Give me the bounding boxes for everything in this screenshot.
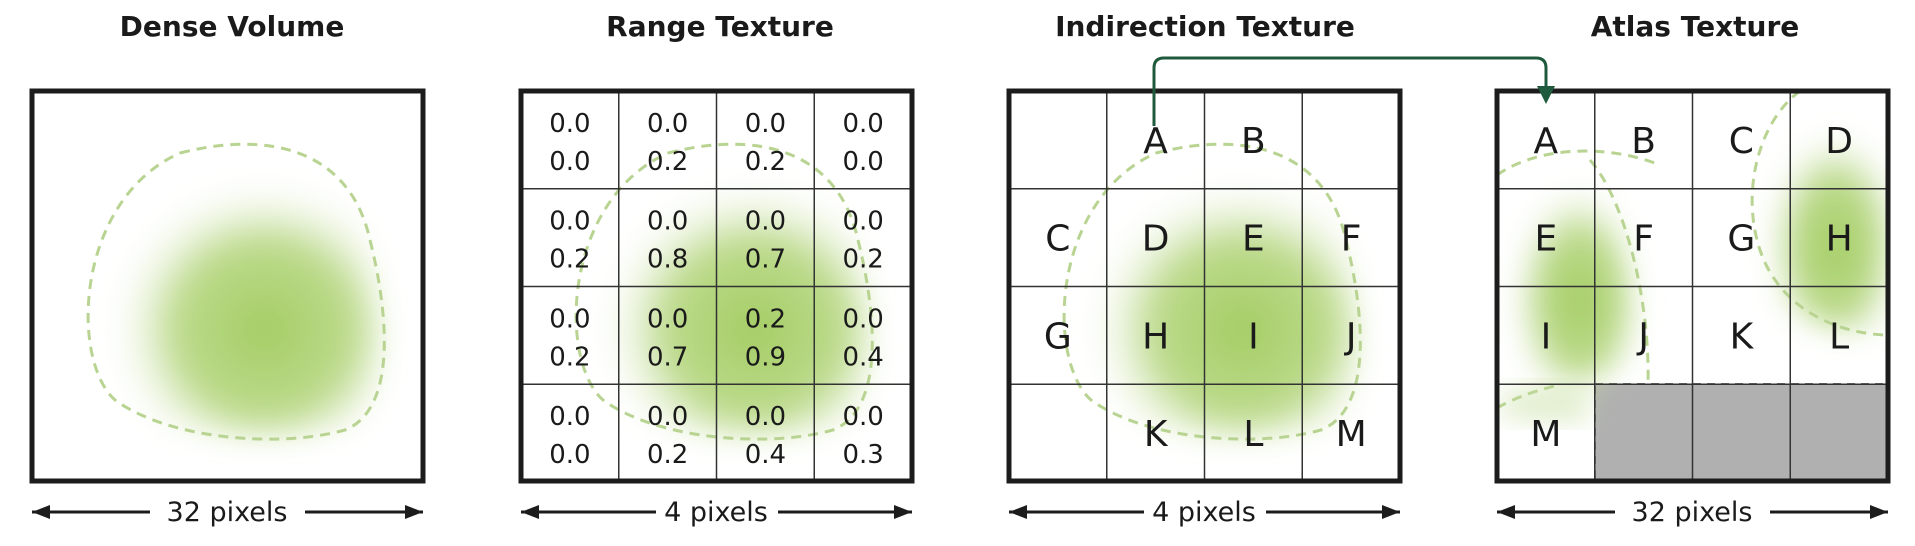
atlas-texture-panel: A B C D E F G H I J K L M [1494, 88, 1891, 484]
atlas-cell-label: H [1826, 219, 1853, 260]
indirection-cell-label: L [1243, 414, 1263, 455]
indirection-blob-outline [1062, 142, 1362, 441]
indirection-grid [1009, 91, 1400, 482]
atlas-blob-piece-bottom-fill [1500, 387, 1590, 420]
indirection-texture-title: Indirection Texture [1055, 10, 1355, 43]
indirection-cell-label: J [1344, 316, 1357, 357]
atlas-cell-label: D [1825, 121, 1853, 162]
atlas-cell-label: J [1636, 316, 1649, 357]
right-arrow-icon [405, 505, 423, 519]
left-arrow-icon [1497, 505, 1515, 519]
range-grid [521, 91, 912, 482]
indirection-cell-label: A [1143, 121, 1168, 162]
indirection-cell-label: D [1142, 219, 1170, 260]
atlas-blob-piece-right-outline [1750, 91, 1888, 337]
atlas-cell-label: K [1730, 316, 1755, 357]
range-blob-fill [580, 154, 871, 437]
left-arrow-icon [521, 505, 539, 519]
right-arrow-icon [1870, 505, 1888, 519]
indirection-cell-label: G [1044, 316, 1072, 357]
arrow-head-icon [1537, 86, 1555, 104]
atlas-cell-label: L [1829, 316, 1849, 357]
indirection-blob-fill [1068, 154, 1359, 437]
indirection-cell-label: F [1341, 219, 1362, 260]
range-texture-title: Range Texture [606, 10, 834, 43]
right-arrow-icon [894, 505, 912, 519]
dense-blob-outline [86, 142, 386, 441]
range-dimension-label: 4 pixels [664, 497, 768, 528]
atlas-dimension: 32 pixels [1497, 497, 1888, 528]
indirection-labels: A B C D E F G H I J K L M [1044, 121, 1367, 455]
atlas-blob-piece-left-outline [1497, 149, 1661, 177]
range-blob-outline [574, 142, 874, 441]
indirection-cell-label: E [1242, 219, 1265, 260]
indirection-cell-label: M [1336, 414, 1367, 455]
dense-dimension-label: 32 pixels [167, 497, 288, 528]
indirection-texture-panel: A B C D E F G H I J K L M [1006, 88, 1403, 484]
dense-volume-panel [29, 88, 426, 484]
atlas-blob-piece-right-fill [1753, 106, 1888, 334]
indirection-cell-label: I [1248, 316, 1259, 357]
indirection-cell-label: B [1241, 121, 1266, 162]
indirection-dimension-label: 4 pixels [1152, 497, 1256, 528]
atlas-cell-label: F [1633, 219, 1654, 260]
dense-volume-frame [29, 88, 426, 484]
atlas-dimension-label: 32 pixels [1632, 497, 1753, 528]
atlas-cell-label: M [1530, 414, 1561, 455]
left-arrow-icon [32, 505, 50, 519]
atlas-cell-label: C [1729, 121, 1754, 162]
indirection-dimension: 4 pixels [1009, 497, 1400, 528]
range-texture-frame [518, 88, 915, 484]
indirection-texture-frame [1006, 88, 1403, 484]
atlas-texture-frame [1494, 88, 1891, 484]
atlas-grid [1497, 91, 1888, 482]
indirection-cell-label: H [1142, 316, 1169, 357]
dense-blob-fill [90, 154, 381, 437]
range-dimension: 4 pixels [521, 497, 912, 528]
atlas-texture-title: Atlas Texture [1590, 10, 1800, 43]
atlas-cell-label: B [1631, 121, 1656, 162]
indirection-to-atlas-arrow [1152, 56, 1548, 126]
atlas-blob-piece-left-fill [1500, 162, 1634, 384]
indirection-cell-label: K [1144, 414, 1169, 455]
atlas-labels: A B C D E F G H I J K L M [1530, 121, 1853, 455]
right-arrow-icon [1382, 505, 1400, 519]
atlas-blob-piece-middle-outline [1588, 159, 1650, 385]
atlas-cell-label: I [1541, 316, 1552, 357]
dense-dimension: 32 pixels [32, 497, 423, 528]
atlas-empty-region [1595, 384, 1888, 481]
left-arrow-icon [1009, 505, 1027, 519]
indirection-cell-label: C [1045, 219, 1070, 260]
atlas-cell-label: G [1727, 219, 1755, 260]
atlas-cell-label: E [1535, 219, 1558, 260]
dense-volume-title: Dense Volume [119, 10, 345, 43]
atlas-cell-label: A [1534, 121, 1559, 162]
